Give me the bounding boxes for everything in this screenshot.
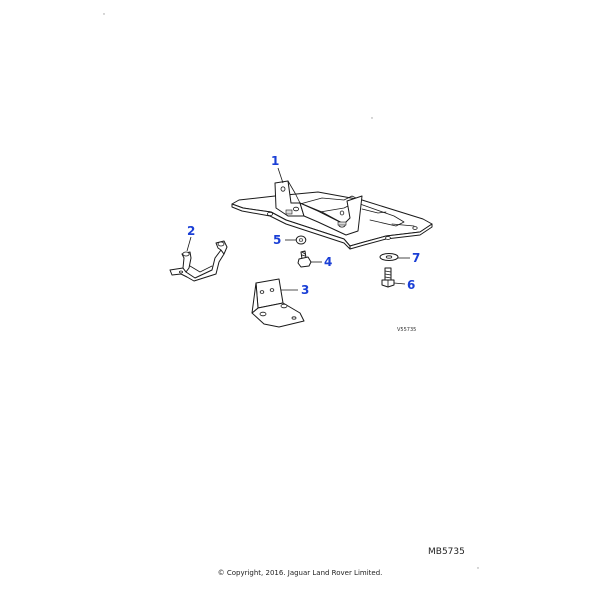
washer	[295, 235, 307, 245]
reference-number: MB5735	[428, 547, 465, 557]
callout-6: 6	[407, 278, 415, 292]
callout-3: 3	[301, 283, 309, 297]
strap-bracket	[169, 240, 228, 282]
stray-dot	[477, 567, 479, 569]
stray-dot	[371, 117, 373, 119]
callout-5: 5	[273, 233, 281, 247]
callouts: 1 2 3 4 5 6 7	[187, 154, 420, 297]
bolt	[381, 267, 395, 288]
angle-bracket	[251, 278, 305, 328]
copyright-notice: © Copyright, 2016. Jaguar Land Rover Lim…	[217, 569, 383, 577]
callout-2: 2	[187, 224, 195, 238]
leader-lines	[186, 167, 410, 291]
stray-dot	[103, 13, 105, 15]
callout-7: 7	[412, 251, 420, 265]
washer	[379, 253, 399, 261]
bolt	[297, 250, 312, 268]
callout-4: 4	[324, 255, 332, 269]
main-tray	[231, 180, 433, 250]
callout-1: 1	[271, 154, 279, 168]
illustration-code: V55735	[397, 327, 416, 333]
